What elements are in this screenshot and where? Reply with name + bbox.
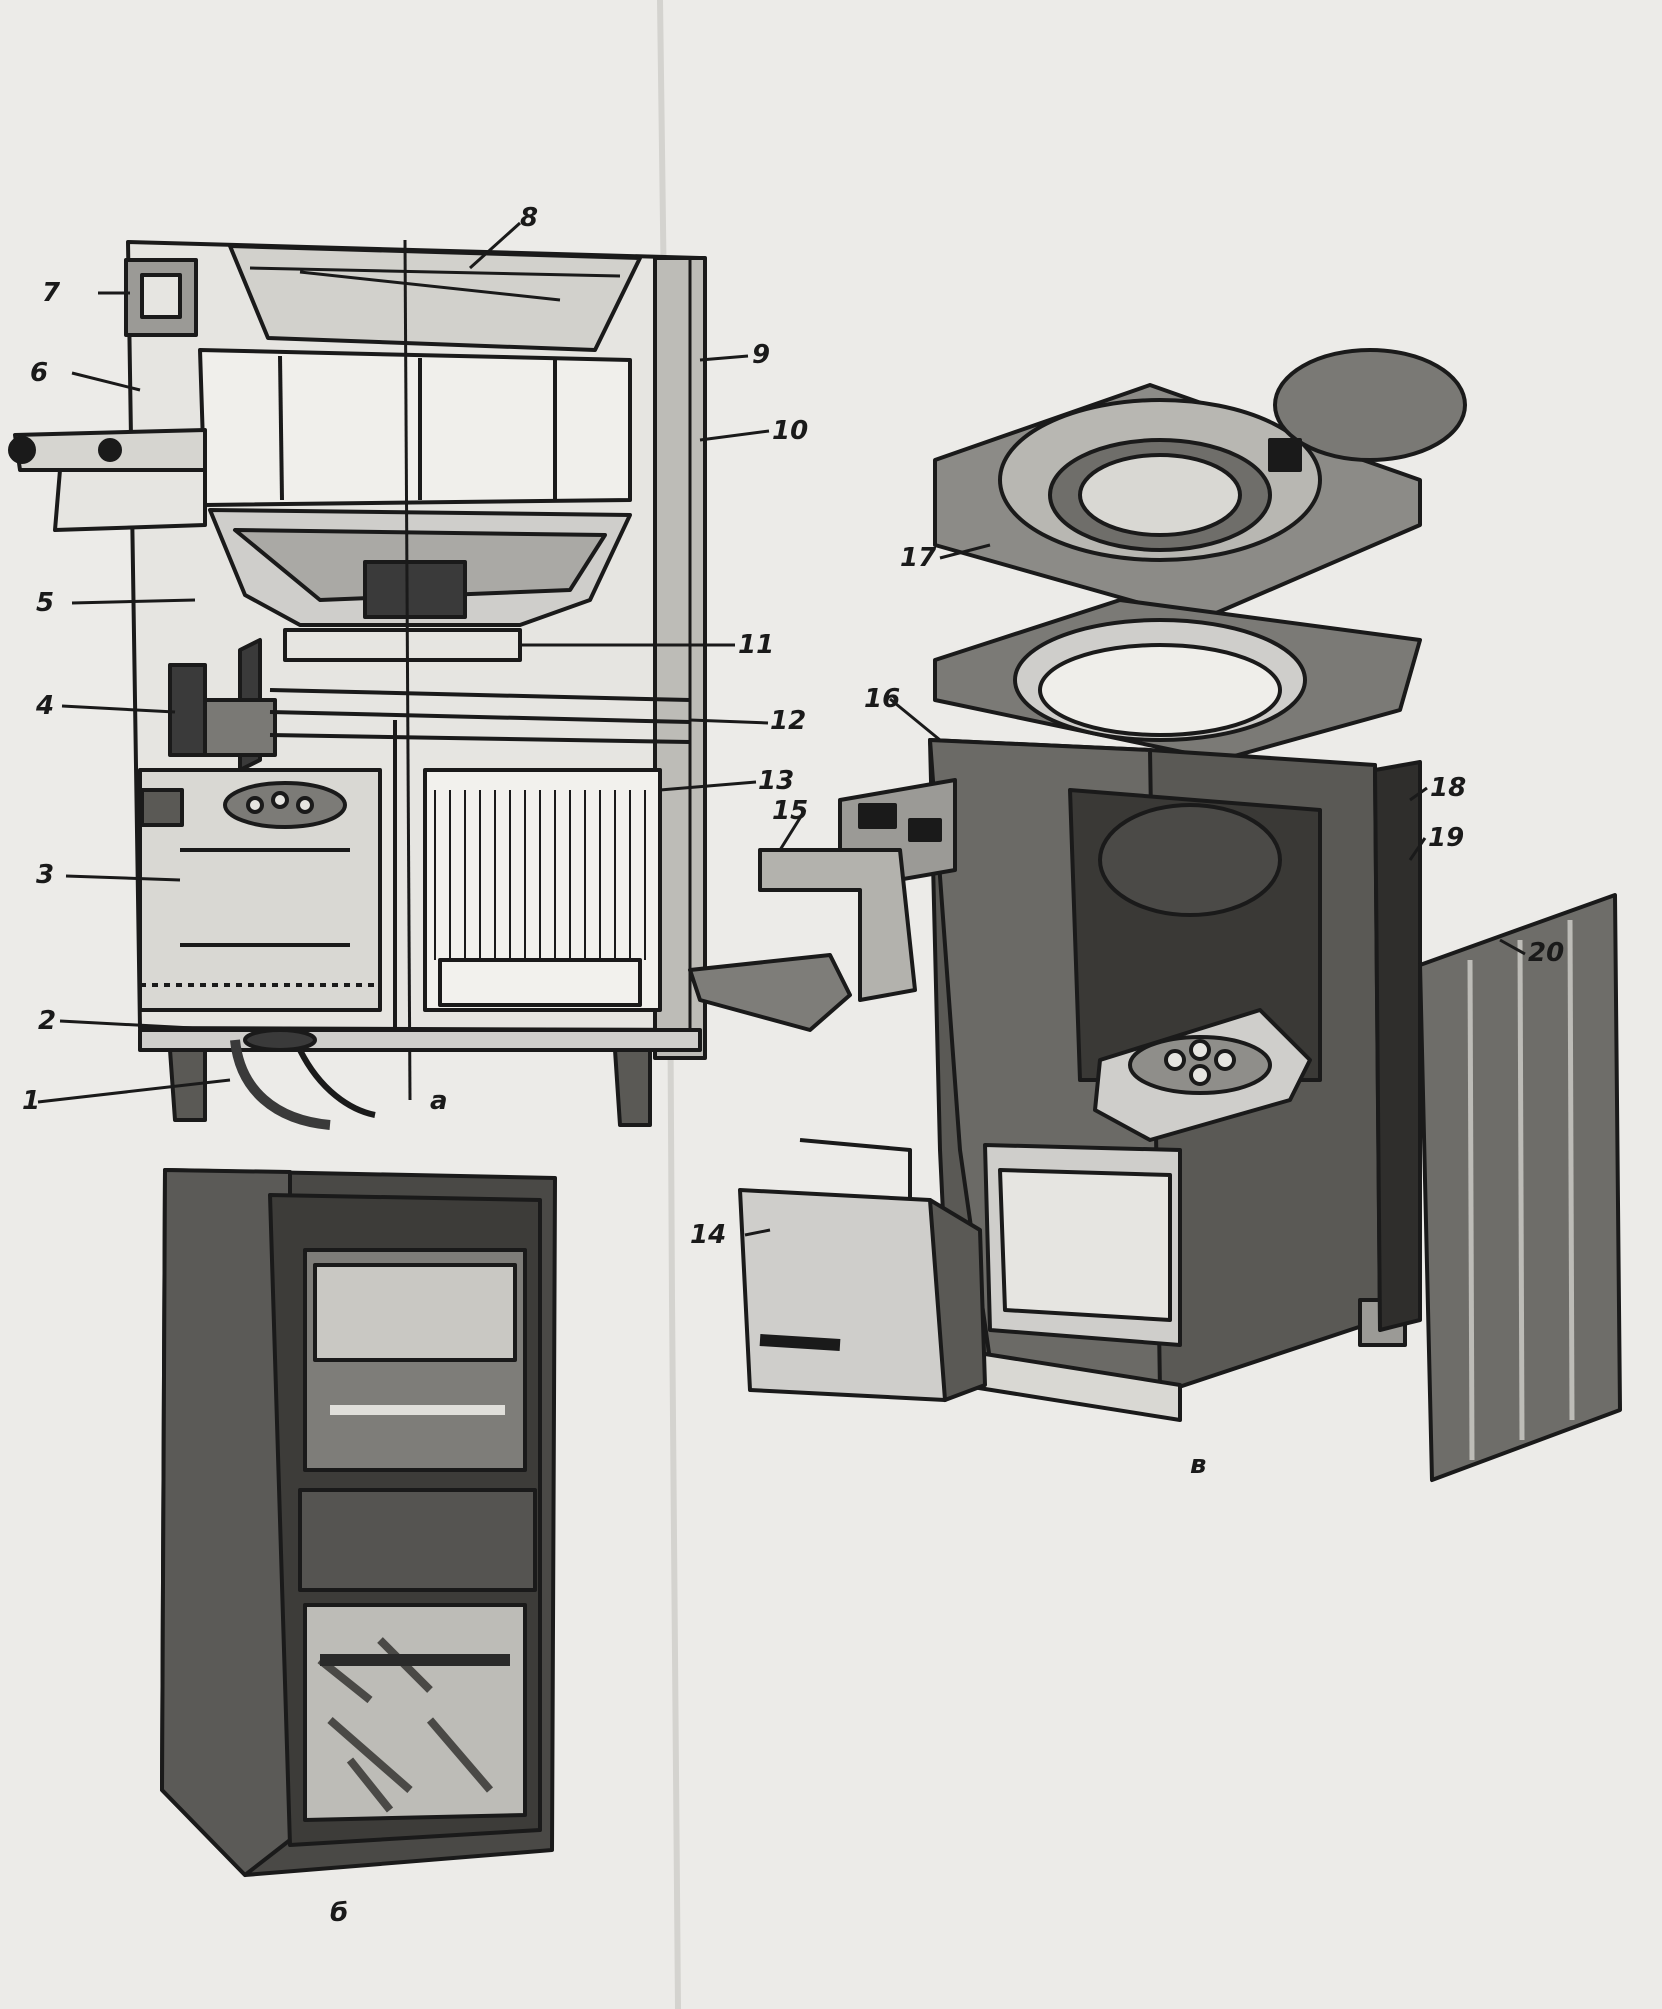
leader-lines (37, 221, 1526, 1237)
label-part-15: 15 (772, 796, 809, 826)
label-part-17: 17 (900, 543, 937, 573)
label-part-10: 10 (772, 416, 809, 446)
label-part-4: 4 (36, 691, 55, 721)
figure-label-b: б (330, 1898, 349, 1928)
label-part-19: 19 (1428, 823, 1465, 853)
label-part-8: 8 (520, 203, 539, 233)
label-part-5: 5 (36, 588, 55, 618)
figure-label-v: в (1190, 1450, 1207, 1480)
label-part-13: 13 (758, 766, 795, 796)
label-part-6: 6 (30, 358, 49, 388)
label-part-16: 16 (864, 684, 901, 714)
figure-v-exploded (688, 348, 1622, 1482)
label-part-2: 2 (38, 1006, 57, 1036)
label-part-11: 11 (738, 630, 775, 660)
label-part-3: 3 (36, 860, 55, 890)
figure-b-cabinet (160, 1168, 557, 1877)
label-part-20: 20 (1528, 938, 1565, 968)
figure-a-section (8, 239, 707, 1130)
label-part-14: 14 (690, 1220, 727, 1250)
label-part-9: 9 (752, 340, 771, 370)
label-part-12: 12 (770, 706, 807, 736)
label-part-18: 18 (1430, 773, 1467, 803)
label-part-7: 7 (42, 278, 61, 308)
figure-label-a: а (430, 1086, 448, 1116)
label-part-1: 1 (22, 1086, 41, 1116)
